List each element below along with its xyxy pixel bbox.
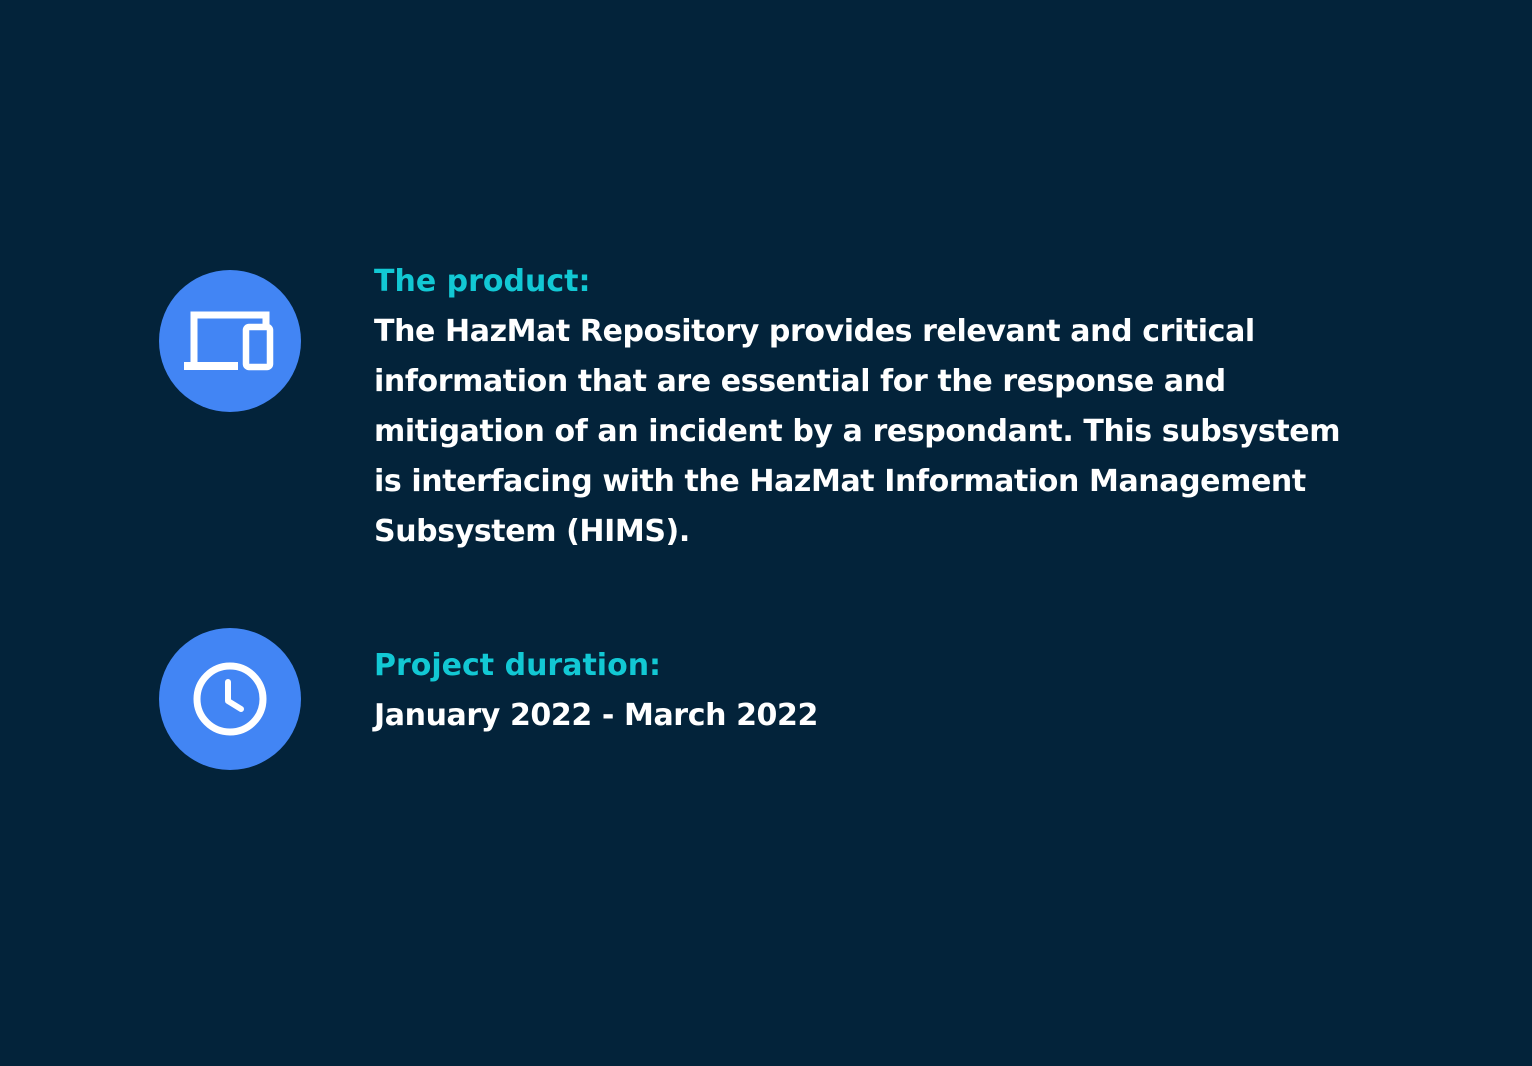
devices-icon — [159, 270, 301, 412]
product-heading: The product: — [374, 264, 591, 299]
product-description: The HazMat Repository provides relevant … — [374, 314, 1341, 549]
duration-heading: Project duration: — [374, 648, 662, 683]
product-section: The product: The HazMat Repository provi… — [159, 262, 1354, 557]
product-text: The product: The HazMat Repository provi… — [374, 262, 1354, 557]
clock-icon — [159, 628, 301, 770]
duration-text: Project duration: January 2022 - March 2… — [374, 646, 1354, 741]
duration-value: January 2022 - March 2022 — [374, 698, 818, 733]
duration-section: Project duration: January 2022 - March 2… — [159, 628, 1354, 770]
